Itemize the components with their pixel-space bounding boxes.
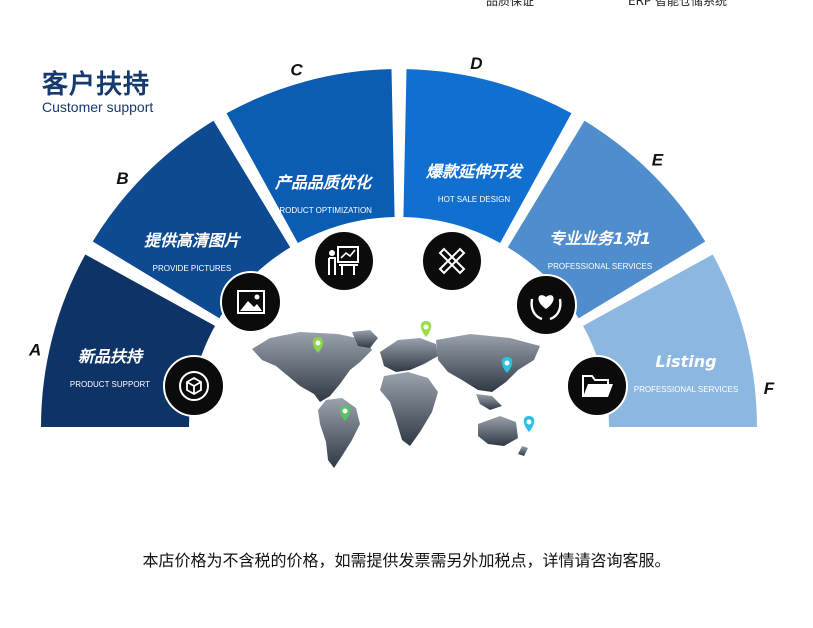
- segment-subtitle: PROFESSIONAL SERVICES: [634, 385, 738, 394]
- cube-icon: [163, 355, 225, 417]
- header-fragment-left: 品质保证: [486, 0, 535, 8]
- world-map-icon: [252, 330, 540, 468]
- segment-letter: D: [470, 54, 482, 73]
- location-pin-icon: [523, 416, 535, 432]
- segment-shape: [92, 120, 291, 319]
- segment-shape: [403, 69, 572, 243]
- segment-letter: E: [652, 150, 664, 169]
- segment-subtitle: HOT SALE DESIGN: [438, 195, 511, 204]
- segment-subtitle: PROFESSIONAL SERVICES: [548, 262, 652, 271]
- segment-title: 产品品质优化: [274, 173, 374, 192]
- segment-letter: C: [290, 60, 303, 79]
- segment-shape: [226, 69, 395, 243]
- segment-letter: A: [28, 341, 41, 360]
- segment-letter: B: [116, 169, 128, 188]
- location-pin-icon: [420, 321, 432, 337]
- segment-subtitle: PROVIDE PICTURES: [153, 264, 232, 273]
- section-title: 客户扶持: [42, 70, 151, 100]
- footer-tax-note: 本店价格为不含税的价格，如需提供发票需另外加税点，详情请咨询客服。: [142, 551, 671, 570]
- presentation-icon: [313, 230, 375, 292]
- segment-title: 爆款延伸开发: [425, 162, 524, 181]
- location-pin-icon: [501, 357, 513, 373]
- segment-title: 专业业务1对1: [549, 229, 651, 248]
- segment-subtitle: PRODUCT SUPPORT: [70, 380, 150, 389]
- image-icon: [220, 271, 282, 333]
- location-pin-icon: [339, 405, 351, 421]
- segment-letter: F: [764, 379, 775, 398]
- section-subtitle: Customer support: [42, 99, 154, 115]
- segment-b: B 提供高清图片 PROVIDE PICTURES: [92, 120, 291, 333]
- segment-subtitle: PRODUCT OPTIMIZATION: [274, 206, 372, 215]
- design-tools-icon: [421, 230, 483, 292]
- segment-title: 提供高清图片: [144, 231, 242, 250]
- heart-hands-icon: [515, 274, 577, 336]
- segment-title: 新品扶持: [78, 347, 144, 366]
- segment-title: Listing: [655, 352, 716, 371]
- segment-a: A 新品扶持 PRODUCT SUPPORT: [28, 254, 225, 427]
- folder-icon: [566, 355, 628, 417]
- segment-shape: [507, 120, 706, 319]
- segment-d: D 爆款延伸开发 HOT SALE DESIGN: [403, 54, 572, 292]
- segment-c: C 产品品质优化 PRODUCT OPTIMIZATION: [226, 60, 395, 292]
- header-fragment-right: ERP 智能仓储系统: [628, 0, 727, 8]
- location-pin-icon: [312, 337, 324, 353]
